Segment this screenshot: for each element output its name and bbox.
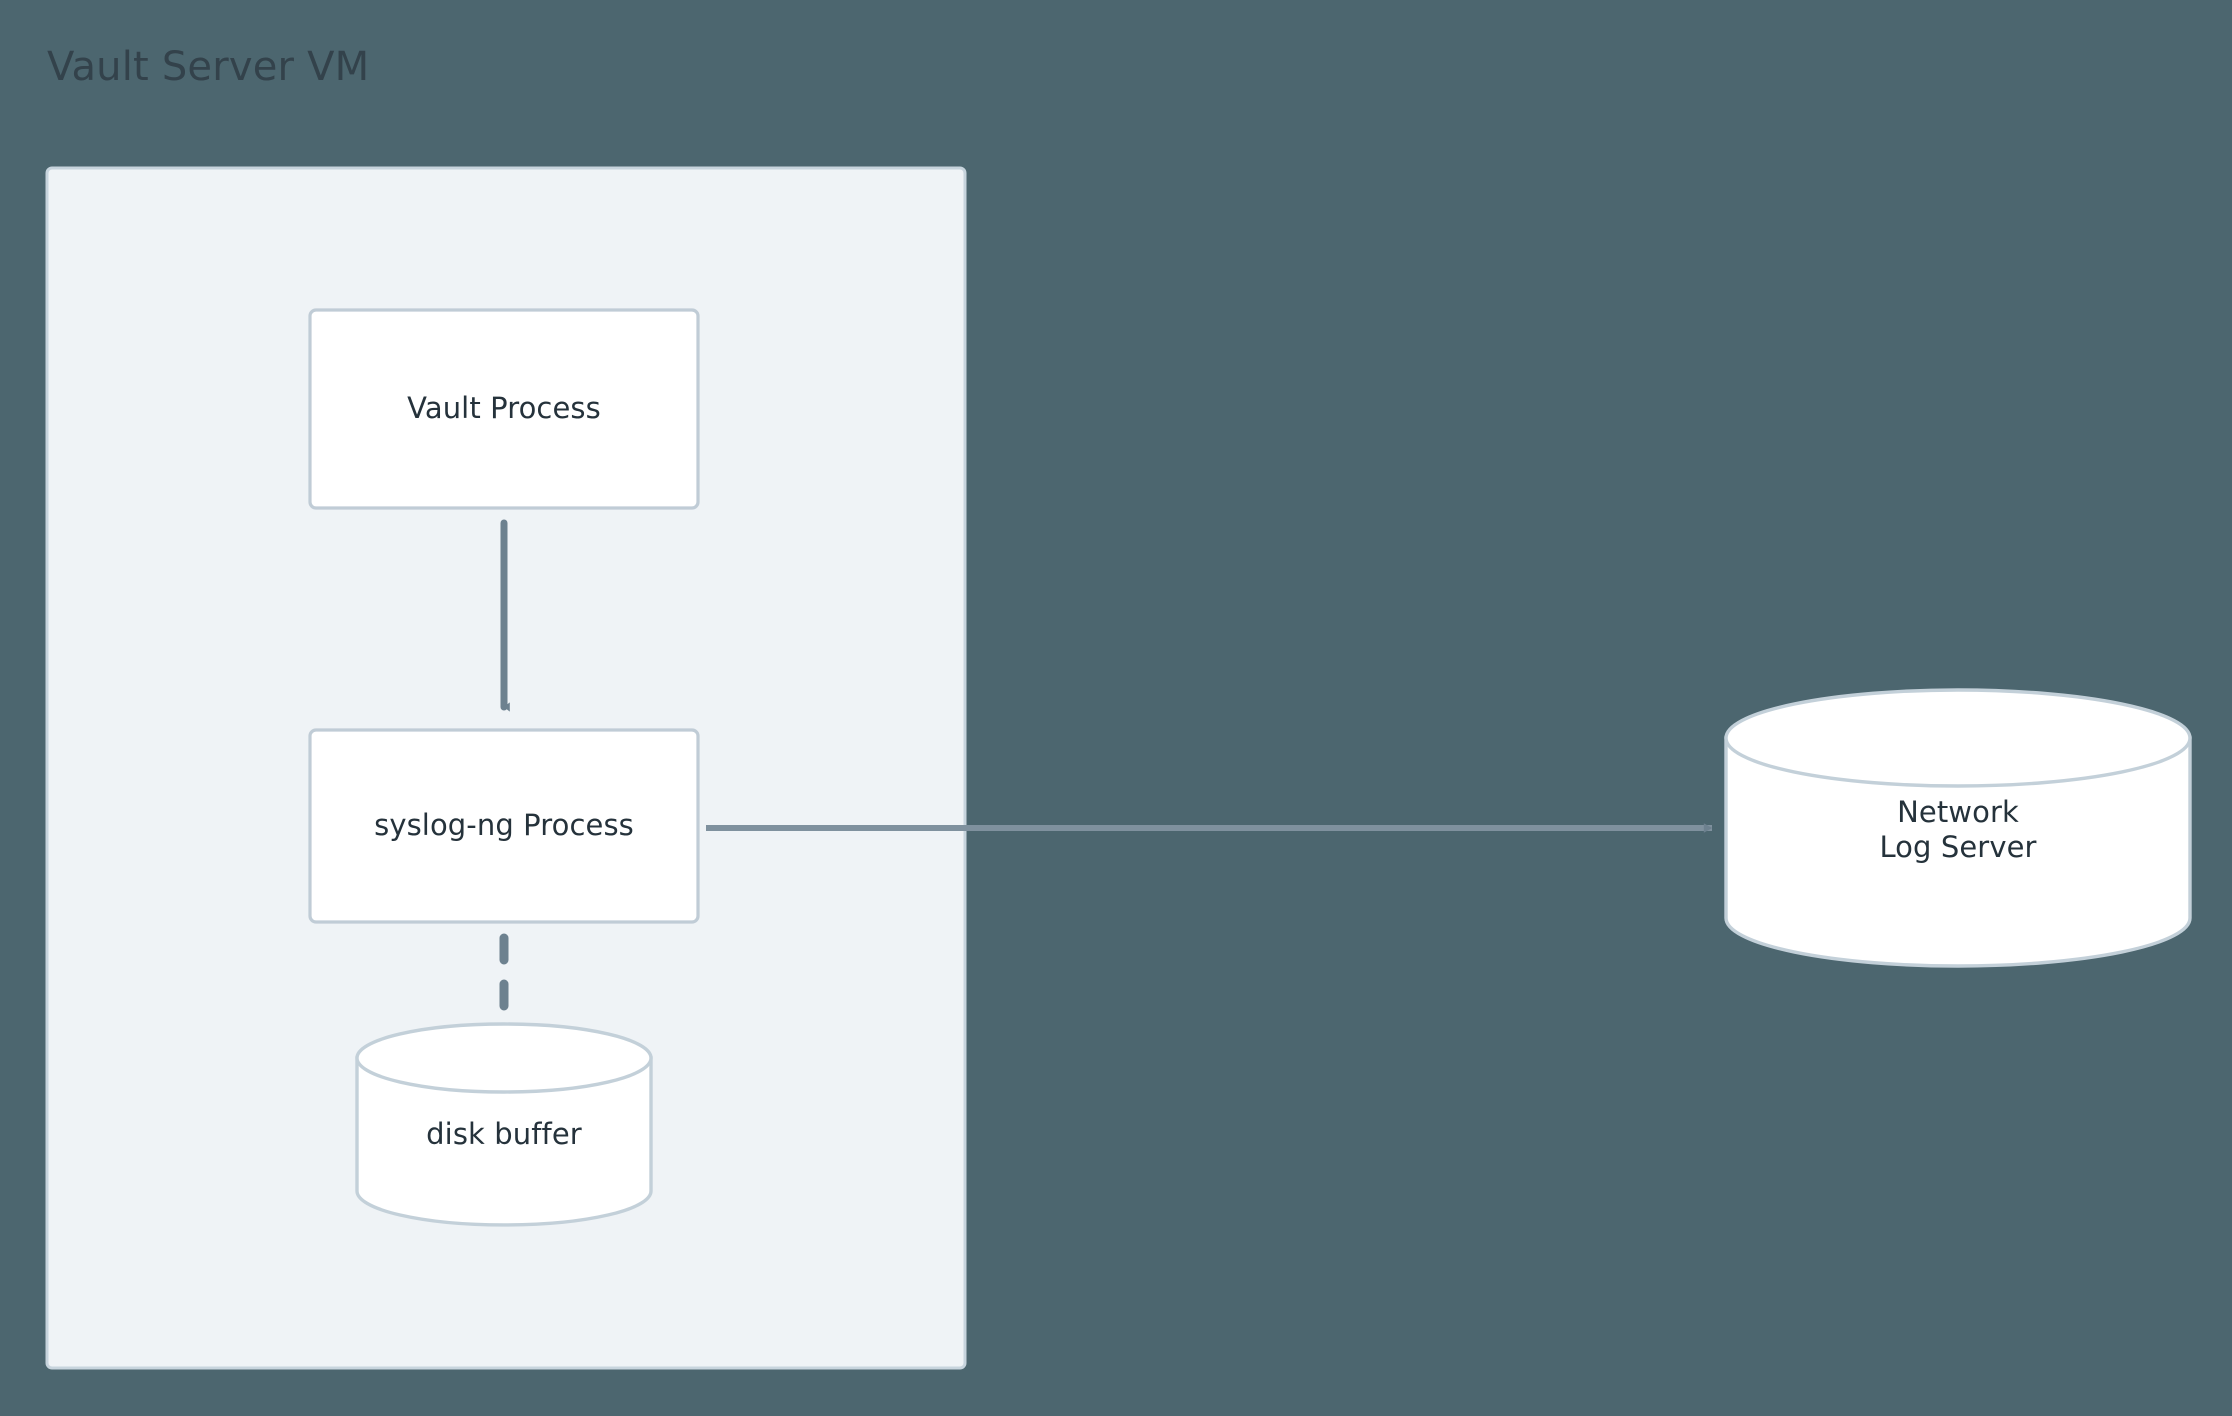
node-disk-buffer[interactable] (355, 1022, 653, 1227)
disk-buffer-body[interactable] (355, 1056, 653, 1227)
vault-process-box[interactable] (308, 308, 700, 510)
syslog-ng-process-box[interactable] (308, 728, 700, 924)
node-network-log-server[interactable] (1724, 688, 2192, 968)
network-log-server-top-ellipse (1724, 688, 2192, 788)
node-syslog-ng-process[interactable] (308, 728, 700, 924)
node-vault-process[interactable] (308, 308, 700, 510)
page-title: Vault Server VM (47, 44, 370, 90)
network-log-server-body[interactable] (1724, 736, 2192, 968)
disk-buffer-top-ellipse (355, 1022, 653, 1094)
